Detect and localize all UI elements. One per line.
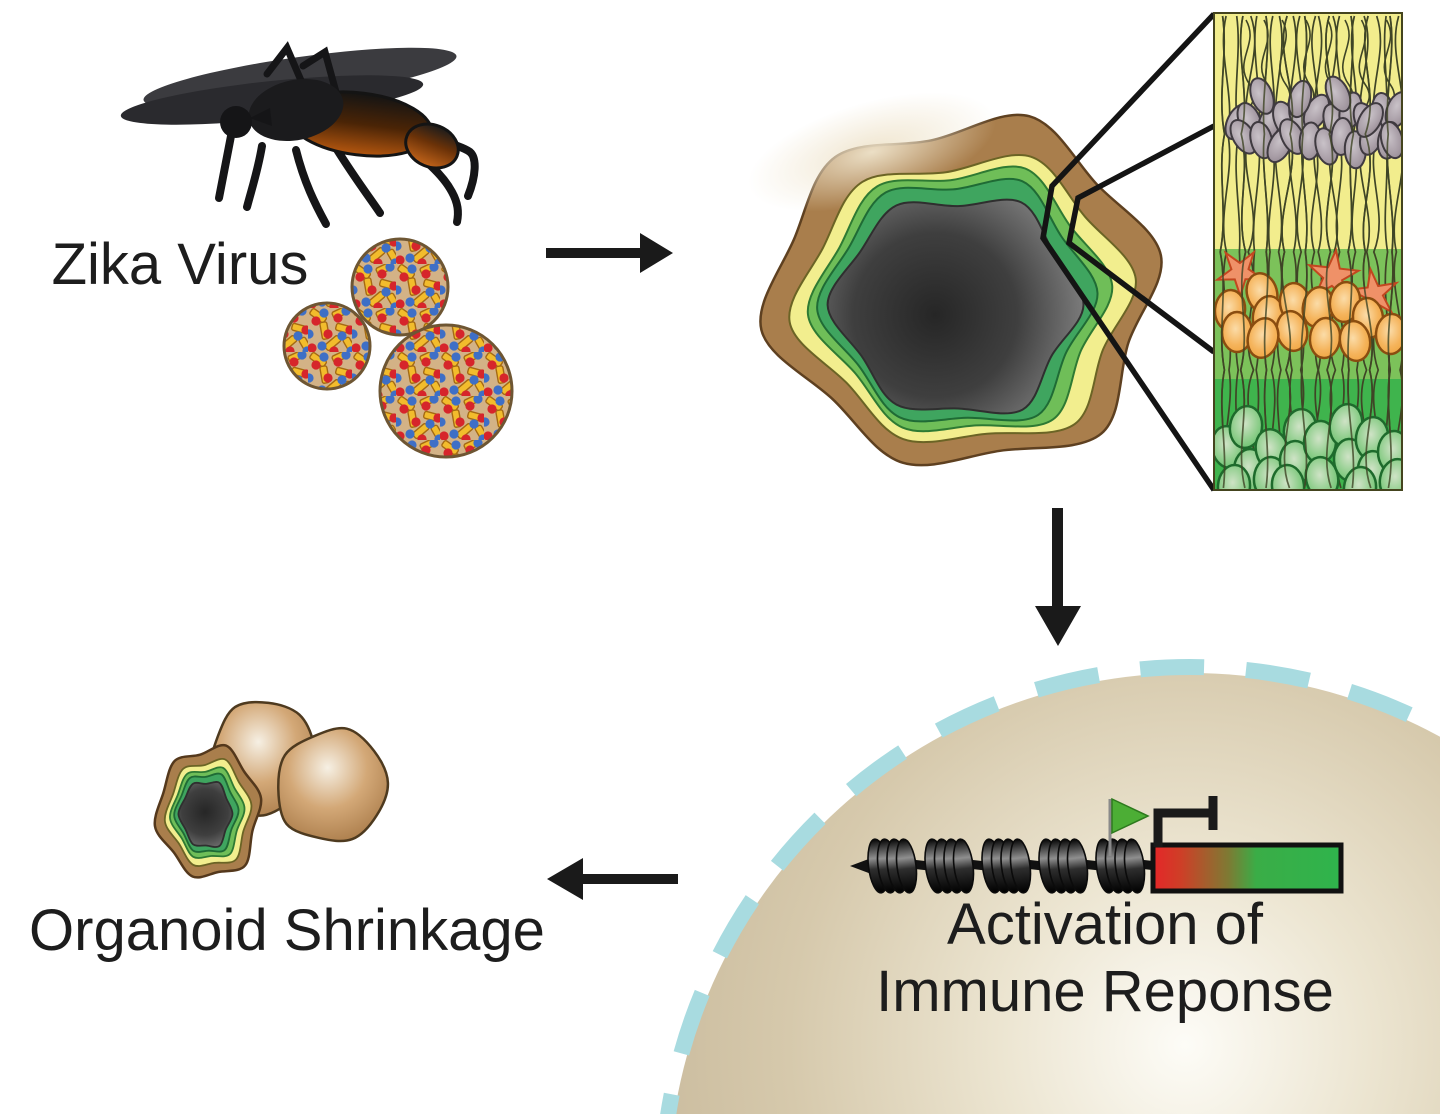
arrow-down-icon (1035, 508, 1081, 646)
red-green-expression-bar (1150, 842, 1344, 894)
chromatin-coil-icon (850, 838, 1171, 894)
zika-virus-label: Zika Virus (51, 232, 309, 297)
arrow-right-icon (546, 233, 673, 273)
blocked-promoter-icon (1153, 796, 1218, 847)
magnifier-callout-lines (1040, 12, 1217, 492)
magnified-tissue-inset (1213, 12, 1403, 491)
zika-virion-particles (282, 237, 514, 459)
neural-fiber-overlay (1219, 15, 1394, 489)
organoid-shrinkage-label: Organoid Shrinkage (29, 898, 545, 963)
stem-cells-green (1214, 402, 1402, 490)
immune-activation-line1: Activation of (947, 892, 1263, 957)
brain-organoid-cross-section (748, 92, 1163, 467)
infected-cell-sphere (660, 659, 1440, 1114)
immune-activation-line2: Immune Reponse (876, 959, 1334, 1024)
inset-border (1213, 12, 1403, 491)
mosquito-icon (120, 41, 479, 228)
immune-activation-label: Activation of Immune Reponse (850, 891, 1360, 1025)
cell-membrane-dashes (660, 659, 1440, 1114)
progenitor-cells-orange (1214, 272, 1402, 363)
arrow-left-icon (547, 858, 678, 900)
transcription-flag-icon (1108, 797, 1150, 856)
shrunken-organoid-pair (153, 700, 390, 879)
